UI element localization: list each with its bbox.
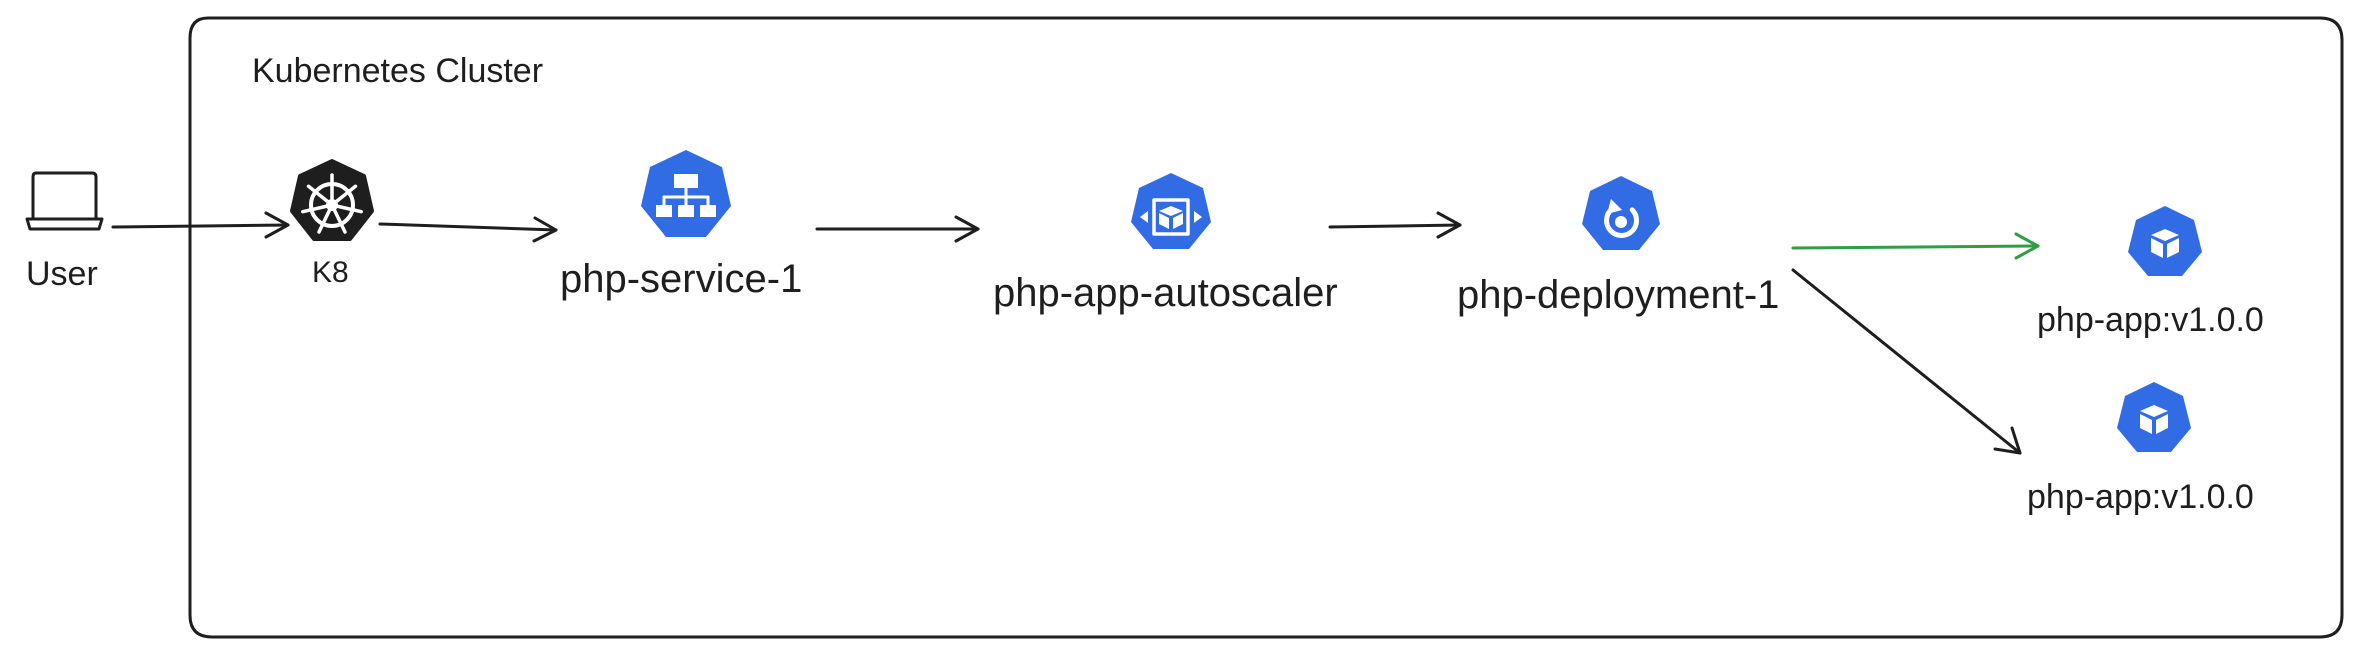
user-node[interactable]: User [25,171,104,293]
user-label: User [26,255,98,293]
k8s-service-icon [641,150,731,237]
pod-node-1[interactable]: php-app:v1.0.0 [2037,206,2264,339]
k8s-deployment-icon [1582,176,1660,250]
deployment-label: php-deployment-1 [1457,273,1779,317]
k8-label: K8 [312,256,349,289]
pod-node-2[interactable]: php-app:v1.0.0 [2027,382,2254,516]
autoscaler-node[interactable]: php-app-autoscaler [993,173,1338,315]
cluster-title: Kubernetes Cluster [252,52,543,90]
edge-deployment-to-pod-1 [1791,232,2040,260]
edge-k8-to-service [378,216,558,243]
service-label: php-service-1 [560,257,802,301]
k8s-pod-icon [2128,206,2202,276]
k8s-pod-icon [2117,382,2191,452]
pod-1-label: php-app:v1.0.0 [2037,301,2264,339]
service-node[interactable]: php-service-1 [560,150,802,301]
edge-deployment-to-pod-2 [1791,268,2022,455]
kubernetes-helm-wheel-icon [290,159,374,241]
k8s-hpa-icon [1131,173,1211,249]
edge-autoscaler-to-deployment [1328,211,1462,239]
edge-user-to-k8 [111,211,290,239]
edge-service-to-autoscaler [815,215,980,243]
deployment-node[interactable]: php-deployment-1 [1457,176,1779,317]
kubernetes-cluster-boundary: Kubernetes Cluster [188,16,2344,639]
laptop-icon [25,171,104,231]
k8-node[interactable]: K8 [290,159,374,289]
pod-2-label: php-app:v1.0.0 [2027,478,2254,516]
autoscaler-label: php-app-autoscaler [993,271,1338,315]
